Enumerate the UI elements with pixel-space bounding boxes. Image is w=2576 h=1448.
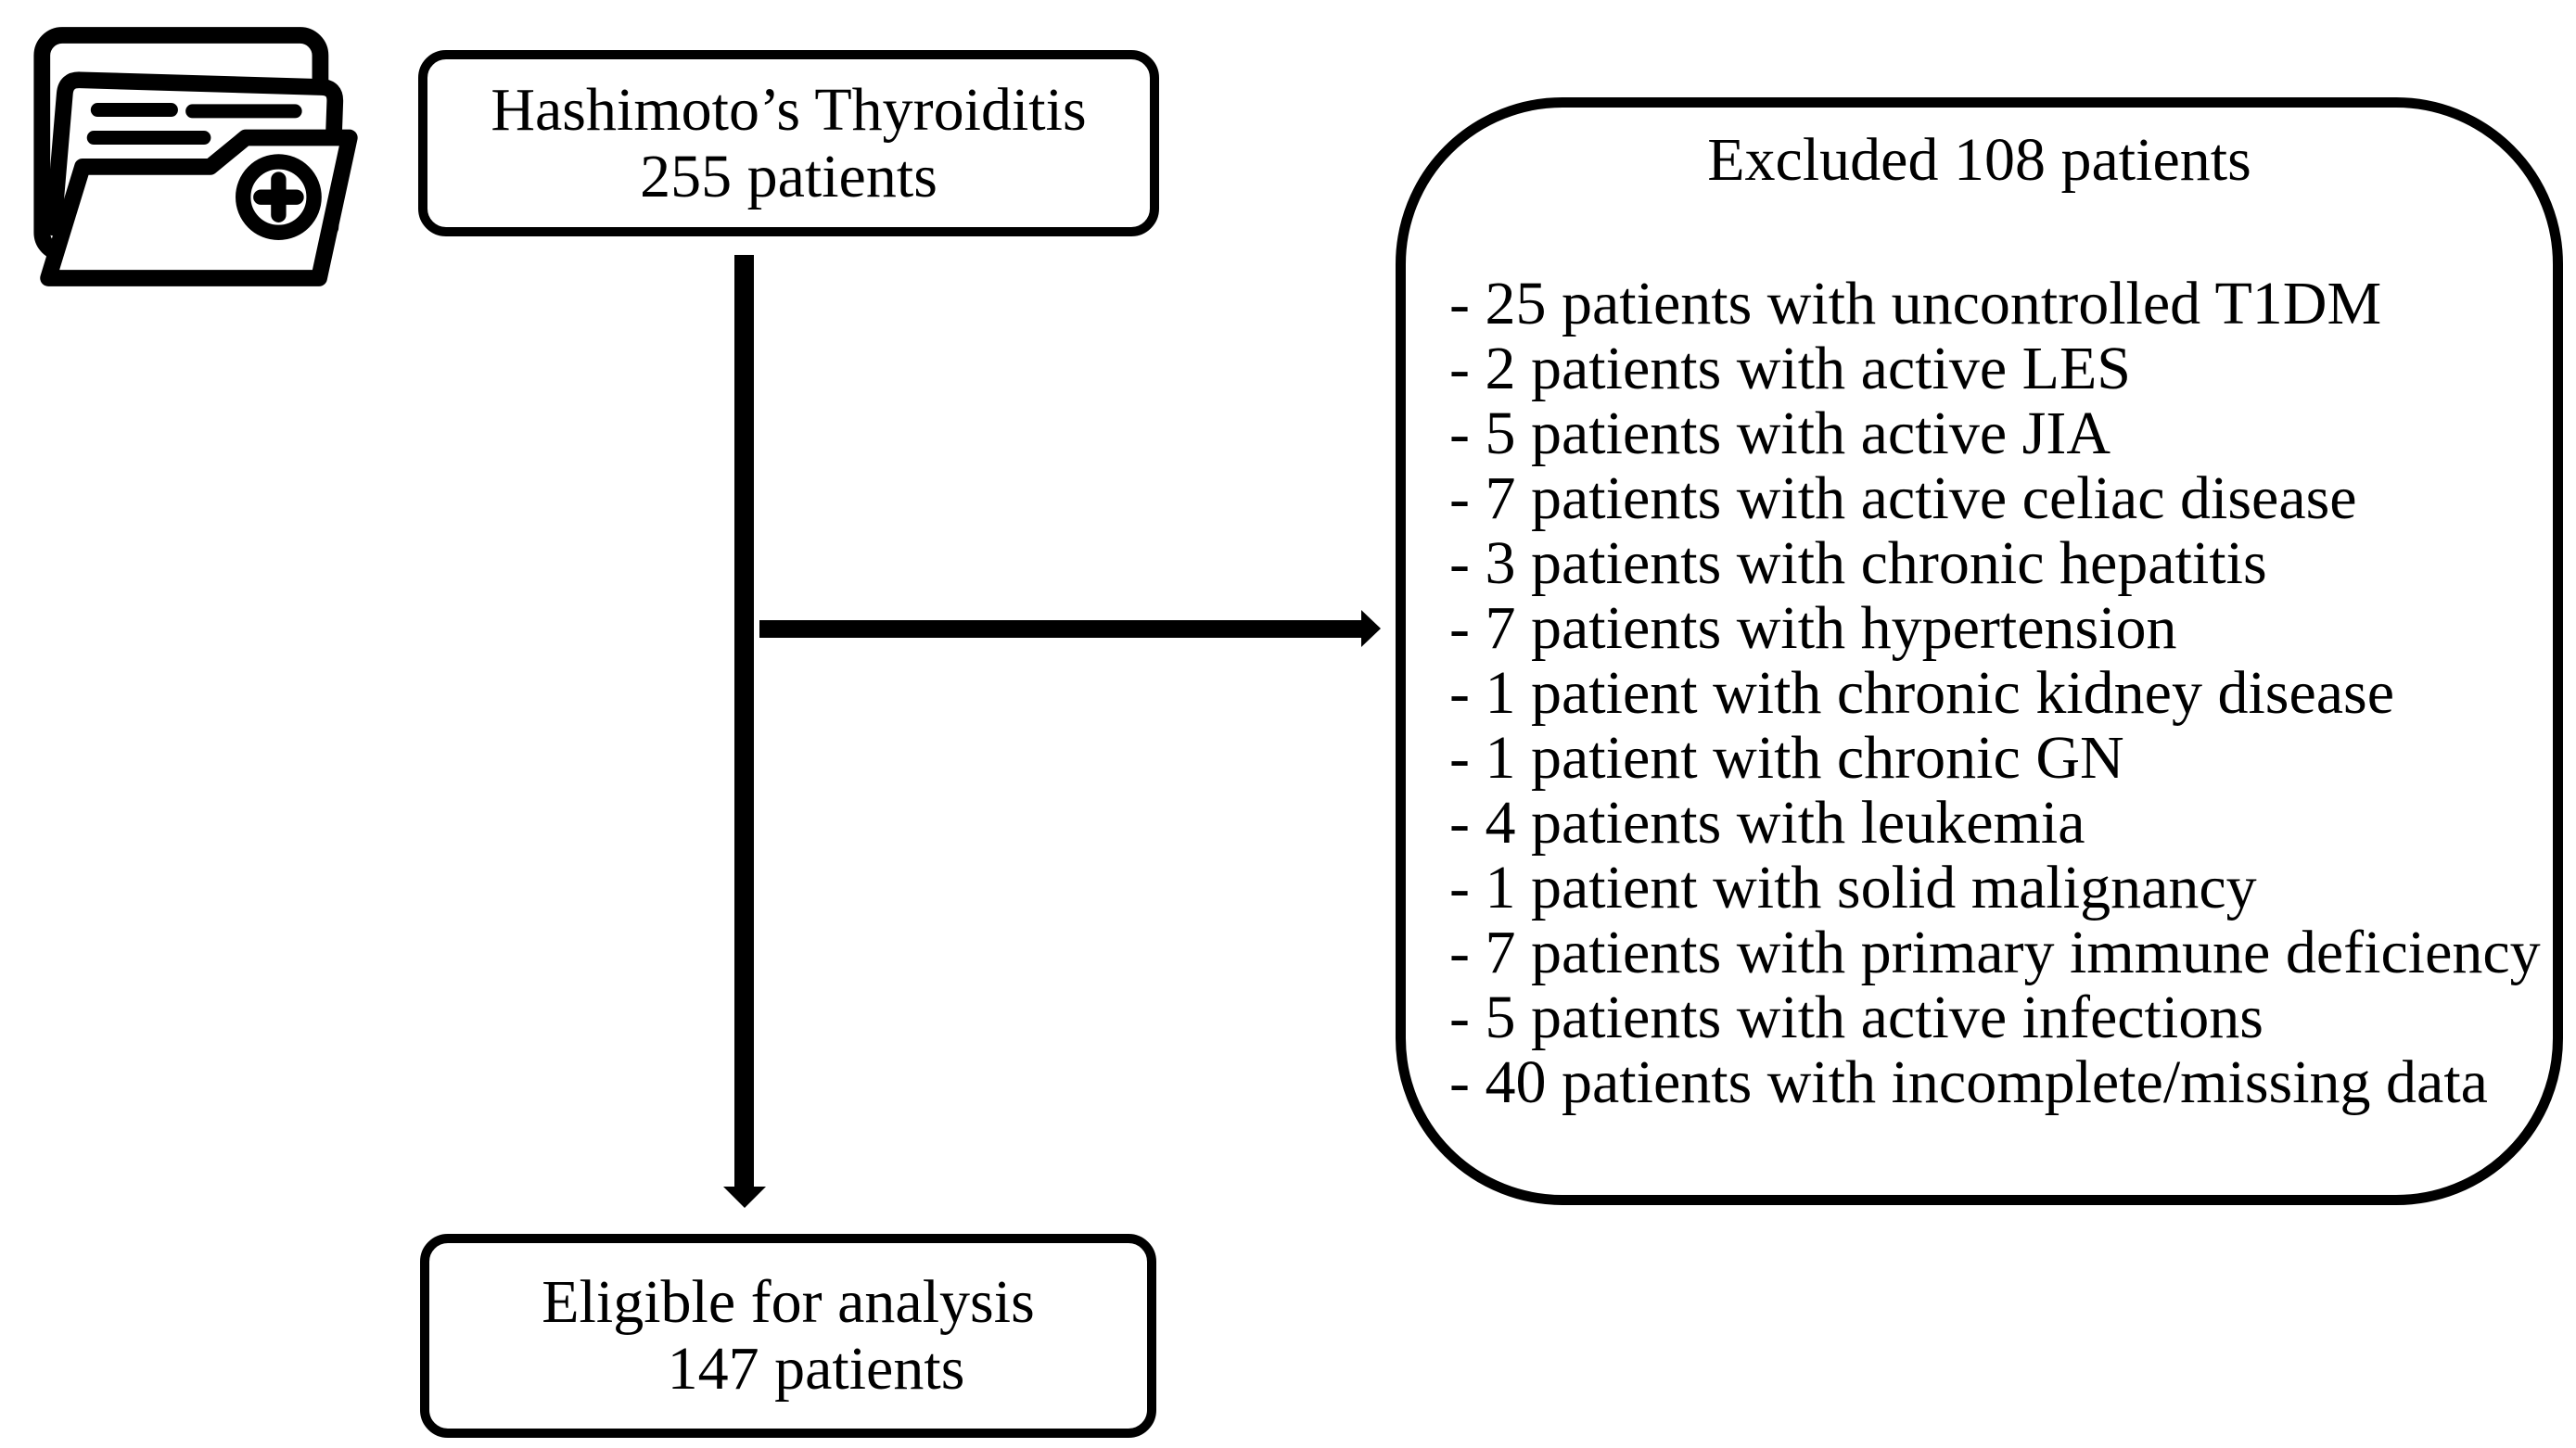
source-box-title: Hashimoto’s Thyroiditis bbox=[491, 75, 1087, 144]
arrow-right-head-icon bbox=[1361, 610, 1381, 647]
source-box: Hashimoto’s Thyroiditis 255 patients bbox=[418, 50, 1159, 236]
eligible-box-count: 147 patients bbox=[667, 1335, 965, 1403]
excluded-box: Excluded 108 patients - 25 patients with… bbox=[1396, 97, 2563, 1205]
exclusion-item: - 7 patients with primary immune deficie… bbox=[1449, 919, 2541, 986]
exclusion-item: - 4 patients with leukemia bbox=[1449, 789, 2085, 857]
exclusion-item: - 1 patient with solid malignancy bbox=[1449, 854, 2257, 921]
exclusion-item: - 25 patients with uncontrolled T1DM bbox=[1449, 270, 2382, 337]
exclusion-item: - 7 patients with active celiac disease bbox=[1449, 464, 2357, 532]
exclusion-item: - 1 patient with chronic GN bbox=[1449, 724, 2124, 792]
eligible-box: Eligible for analysis 147 patients bbox=[420, 1234, 1156, 1438]
source-box-count: 255 patients bbox=[640, 142, 937, 210]
arrow-down-shaft bbox=[734, 255, 754, 1187]
exclusion-item: - 5 patients with active JIA bbox=[1449, 400, 2111, 467]
exclusion-item: - 7 patients with hypertension bbox=[1449, 594, 2177, 662]
arrow-right-shaft bbox=[759, 620, 1361, 638]
exclusion-list: - 25 patients with uncontrolled T1DM - 2… bbox=[1406, 272, 2553, 1115]
folder-icon-svg bbox=[33, 27, 358, 286]
excluded-box-title: Excluded 108 patients bbox=[1707, 126, 2251, 194]
medical-records-folder-add-icon bbox=[17, 15, 371, 298]
exclusion-item: - 40 patients with incomplete/missing da… bbox=[1449, 1048, 2488, 1116]
exclusion-item: - 1 patient with chronic kidney disease bbox=[1449, 659, 2395, 727]
eligible-box-title: Eligible for analysis bbox=[542, 1268, 1035, 1336]
exclusion-item: - 3 patients with chronic hepatitis bbox=[1449, 529, 2267, 597]
exclusion-item: - 2 patients with active LES bbox=[1449, 335, 2131, 402]
arrow-down-head-icon bbox=[723, 1187, 766, 1208]
exclusion-item: - 5 patients with active infections bbox=[1449, 984, 2264, 1051]
